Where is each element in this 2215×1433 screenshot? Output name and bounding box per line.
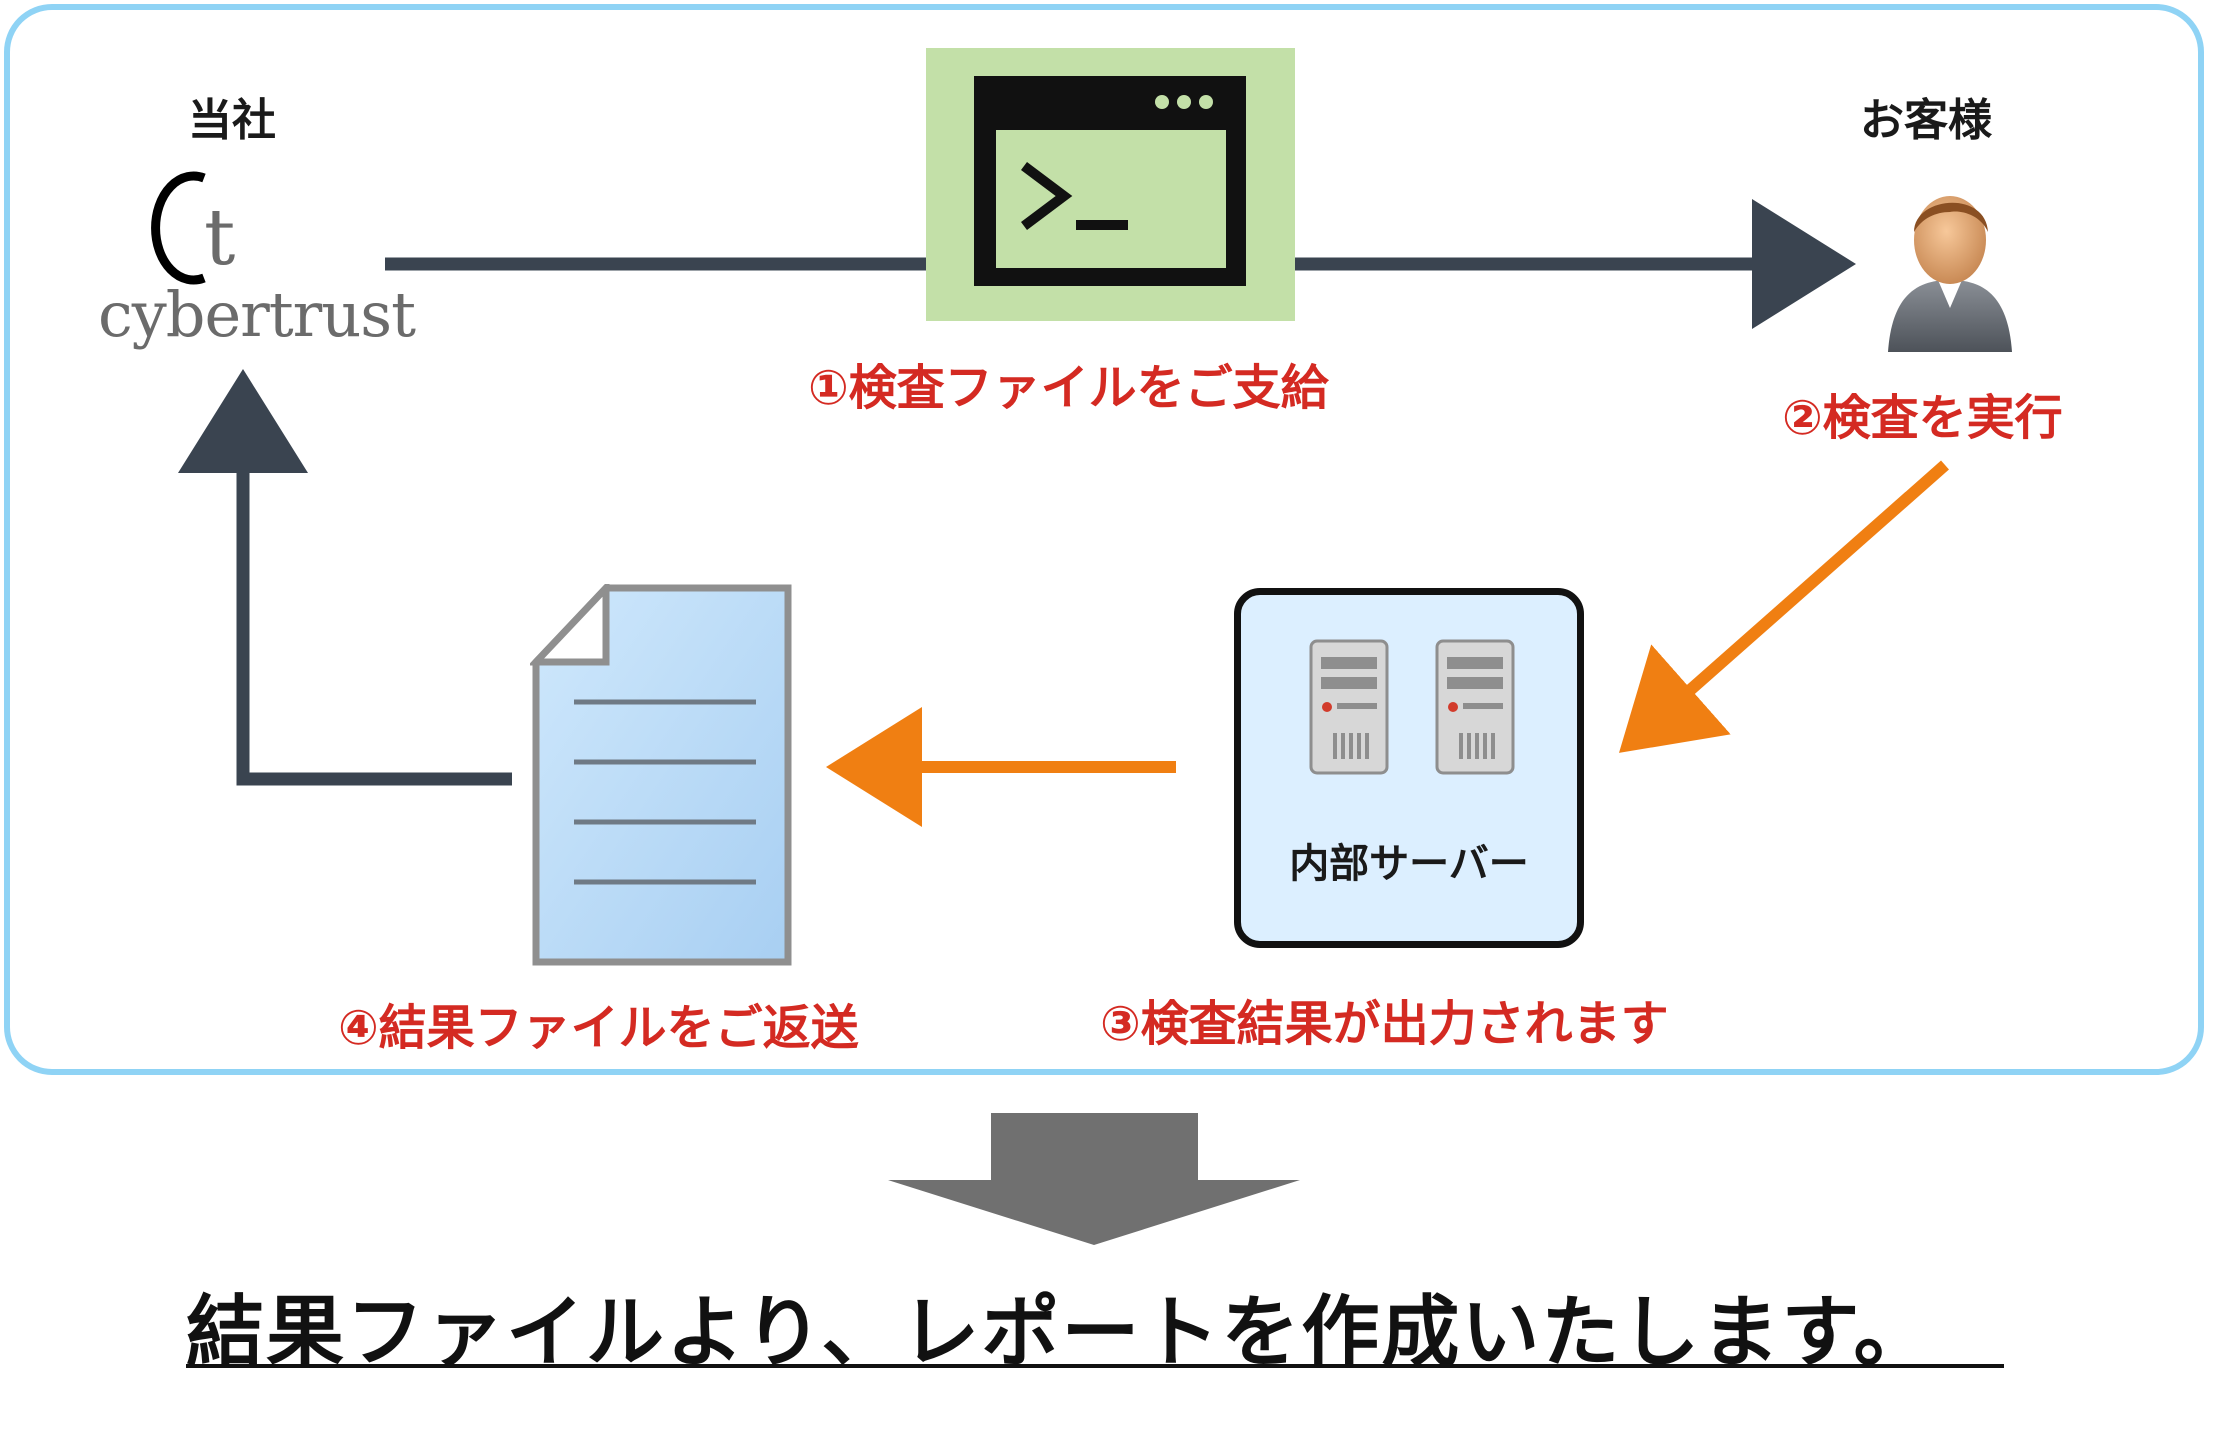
terminal-icon: [926, 48, 1295, 321]
diagram-frame: [4, 4, 2204, 1075]
svg-text:t: t: [204, 193, 235, 283]
internal-server-box: 内部サーバー: [1234, 588, 1584, 948]
server-label: 内部サーバー: [1289, 841, 1529, 887]
logo-text: cybertrust: [98, 278, 416, 351]
document-icon: [527, 579, 798, 968]
conclusion-text: 結果ファイルより、レポートを作成いたします。: [186, 1288, 1934, 1378]
down-arrow-icon: [888, 1113, 1300, 1245]
conclusion-underline: [186, 1364, 2004, 1368]
arrow-to-company: [178, 369, 512, 786]
company-label: 当社: [188, 95, 276, 146]
server-icon: [1309, 639, 1515, 775]
customer-label: お客様: [1860, 95, 1992, 146]
step4-label: ④結果ファイルをご返送: [338, 1000, 859, 1056]
step1-label: ①検査ファイルをご支給: [808, 360, 1329, 416]
user-avatar-icon: [1880, 176, 2020, 352]
step3-label: ③検査結果が出力されます: [1100, 996, 1669, 1052]
arrow-to-server: [1619, 460, 1949, 753]
cybertrust-logo-icon: t: [96, 160, 396, 360]
step2-label: ②検査を実行: [1782, 390, 2063, 446]
